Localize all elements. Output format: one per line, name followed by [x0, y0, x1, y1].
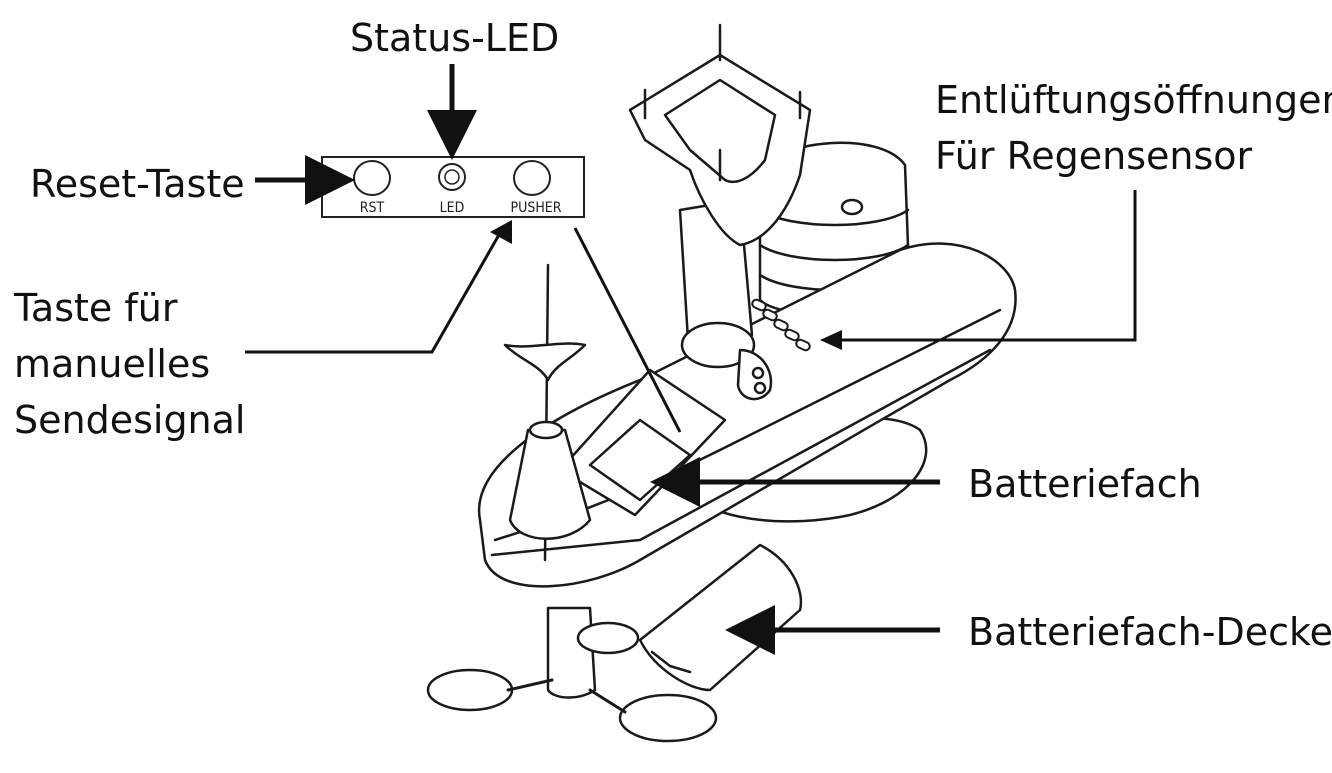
reset-button-label: Reset-Taste	[30, 162, 245, 206]
button-panel: RST LED PUSHER	[321, 156, 585, 218]
manual-send-label: Taste für manuelles Sendesignal	[14, 280, 246, 448]
callout-arrows	[245, 64, 1137, 655]
reset-button-drawing	[353, 160, 391, 196]
manual-send-label-line-3: Sendesignal	[14, 398, 246, 442]
panel-pusher-text: PUSHER	[511, 200, 562, 216]
manual-send-label-line-2: manuelles	[14, 342, 211, 386]
manual-send-label-line-1: Taste für	[14, 286, 178, 330]
vents-label-line-2: Für Regensensor	[935, 134, 1253, 178]
status-led-label: Status-LED	[350, 16, 560, 60]
pusher-leader	[573, 227, 682, 433]
manual-send-leader	[245, 232, 502, 354]
panel-led-text: LED	[440, 200, 465, 216]
battery-cover-label: Batteriefach-Deckel	[968, 610, 1332, 654]
vents-label-line-1: Entlüftungsöffnungen	[935, 78, 1332, 122]
vents-label: Entlüftungsöffnungen Für Regensensor	[935, 72, 1332, 184]
weather-station-outline	[426, 23, 1017, 743]
battery-compartment-label: Batteriefach	[968, 462, 1202, 506]
pusher-button-drawing	[513, 160, 551, 196]
panel-rst-text: RST	[360, 200, 385, 216]
vents-leader	[835, 190, 1137, 342]
